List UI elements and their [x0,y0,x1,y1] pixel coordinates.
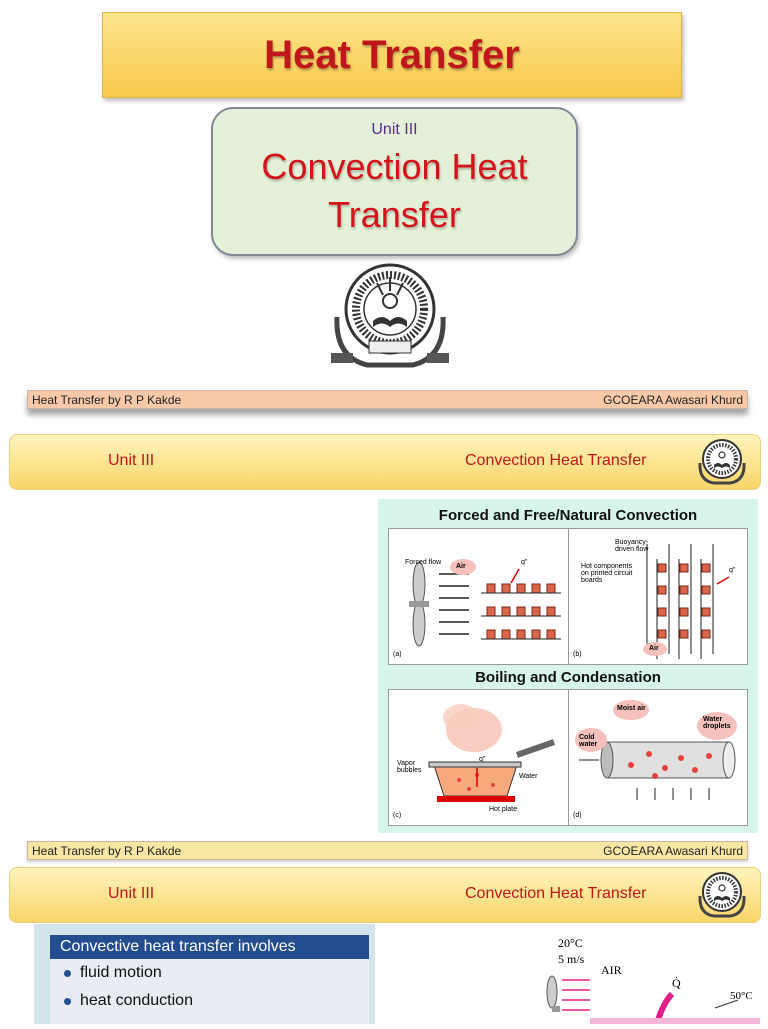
label-moist-air: Moist air [617,705,646,712]
label-panel-b: (b) [573,651,582,658]
block-title: Convective heat transfer involves [50,935,369,959]
natural-convection-diagram [643,544,730,659]
figure-title-convection: Forced and Free/Natural Convection [438,507,698,524]
slide-header-3: Unit III Convection Heat Transfer [9,867,761,923]
topic-title: Convection Heat Transfer [213,143,576,239]
air-speed: 5 m/s [558,952,585,966]
header-topic: Convection Heat Transfer [465,885,647,902]
air-label: AIR [601,963,622,977]
panel-forced-convection: Forced flow Air q" (a) [388,528,570,665]
label-cold-water: Cold water [579,734,598,748]
main-title: Heat Transfer [264,32,520,77]
label-panel-d: (d) [573,812,582,819]
label-air-b: Air [649,645,659,652]
air-cooling-diagram [546,975,760,1024]
convection-figure: Forced and Free/Natural Convection Boili… [378,499,758,833]
label-water: Water [519,773,538,780]
label-hot-plate: Hot plate [489,806,518,813]
label-q-c: q" [479,756,486,763]
unit-title-box: Unit III Convection Heat Transfer [211,107,578,256]
unit-label: Unit III [371,121,418,138]
panel-natural-convection: Buoyancy-driven flow Hot components on p… [568,528,748,665]
block-body: fluid motion heat conduction [50,959,369,1024]
footer-right: GCOEARA Awasari Khurd [603,392,743,407]
bullet-fluid-motion: fluid motion [64,964,162,981]
panel-condensation: Moist air Water droplets Cold water (d) [568,689,748,826]
forced-convection-diagram [409,559,561,647]
footer-slide-1: Heat Transfer by R P Kakde GCOEARA Awasa… [27,390,748,409]
footer-left: Heat Transfer by R P Kakde [32,392,182,407]
label-buoyancy: Buoyancy-driven flow [615,539,649,553]
label-air: Air [456,563,466,570]
slide-header-2: Unit III Convection Heat Transfer [9,434,761,490]
title-banner: Heat Transfer [102,12,682,98]
label-hot-components: Hot components on printed circuit boards [581,563,633,584]
panel-boiling: Vapor bubbles Water Hot plate q" (c) [388,689,570,826]
college-logo-small [698,439,746,485]
bullet-heat-conduction: heat conduction [64,992,193,1009]
college-logo-small [698,872,746,918]
topic-title-text: Convection Heat Transfer [261,146,528,235]
footer-right: GCOEARA Awasari Khurd [603,843,743,858]
surface-temperature: 50°C [730,990,753,1002]
boiling-diagram [428,704,555,802]
label-panel-a: (a) [393,651,402,658]
college-logo [331,263,449,368]
label-q-a: q" [521,559,528,566]
header-unit: Unit III [108,452,155,469]
header-unit: Unit III [108,885,155,902]
footer-slide-2: Heat Transfer by R P Kakde GCOEARA Awasa… [27,841,748,860]
header-topic: Convection Heat Transfer [465,452,647,469]
label-vapor-bubbles: Vapor bubbles [397,760,422,774]
label-forced-flow: Forced flow [405,559,442,566]
label-water-droplets: Water droplets [703,716,731,730]
air-temperature: 20°C [558,936,583,950]
heat-rate-label: Q̇ [672,976,681,990]
condensation-diagram [575,700,737,800]
air-cooling-figure: 20°C 5 m/s AIR Q̇ 50°C [540,932,760,1024]
label-panel-c: (c) [393,812,402,819]
label-q-b: q" [729,567,736,574]
convection-definition-block: Convective heat transfer involves fluid … [34,924,375,1024]
footer-left: Heat Transfer by R P Kakde [32,843,182,858]
figure-title-boiling: Boiling and Condensation [475,669,661,686]
